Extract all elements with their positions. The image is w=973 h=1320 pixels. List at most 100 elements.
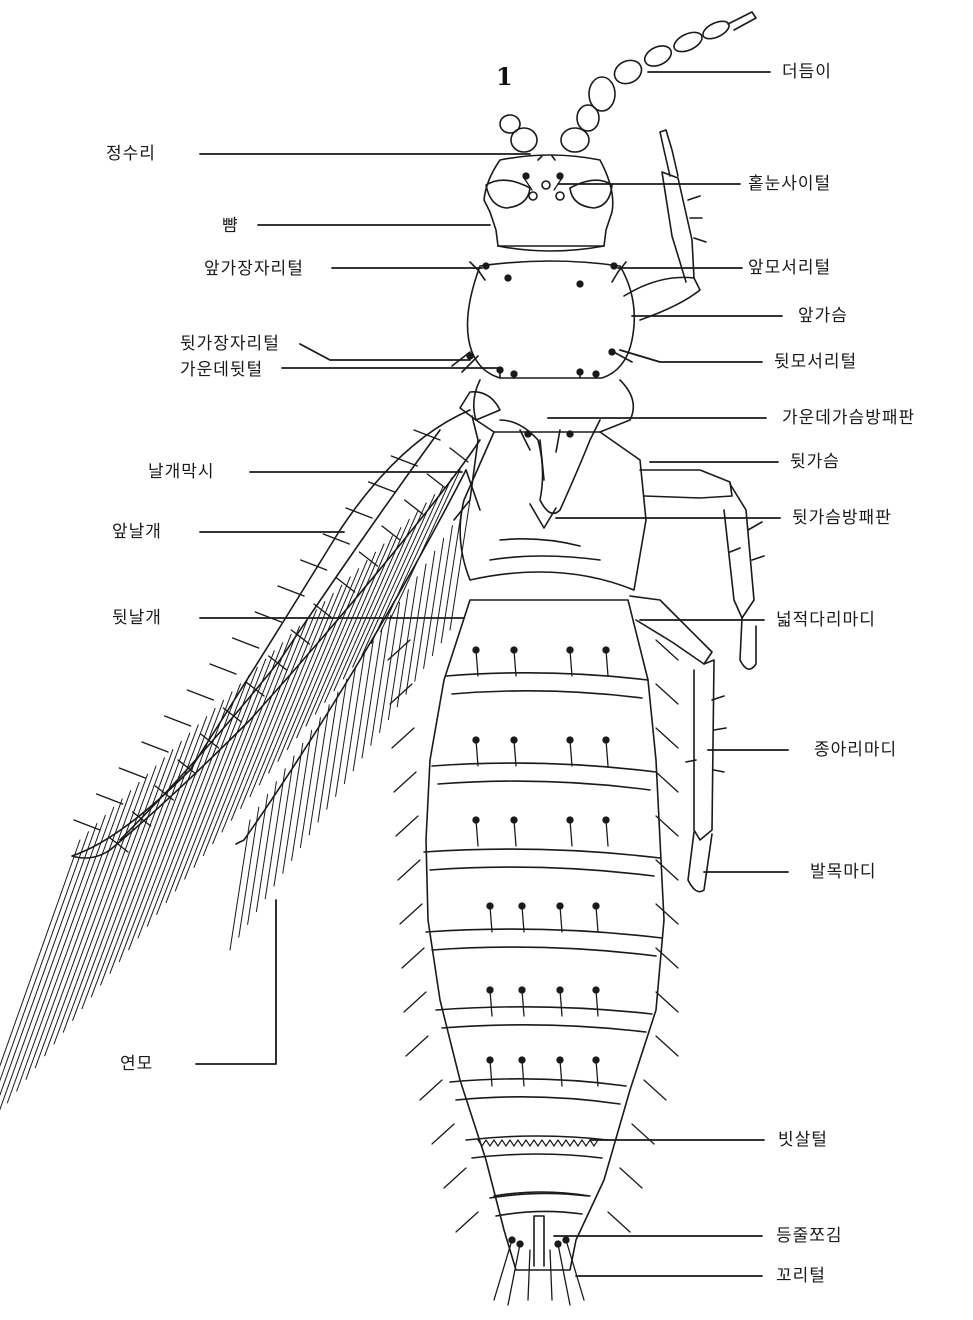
abdominal-seta [606, 820, 608, 846]
foreleg [624, 130, 706, 320]
abdominal-seta [476, 740, 478, 766]
antenna [561, 12, 756, 152]
label-median-posterior-setae: 가운데뒷털 [180, 360, 263, 380]
abdominal-seta-socket [567, 817, 573, 823]
lateral-seta [620, 1168, 642, 1188]
label-tibia: 종아리마디 [814, 740, 897, 760]
abdominal-seta-socket [603, 817, 609, 823]
lateral-seta [398, 860, 420, 880]
fringe-cilium [0, 840, 80, 1150]
abdominal-seta [560, 1060, 562, 1086]
prothorax [452, 261, 634, 378]
wing-seta [110, 838, 128, 852]
label-posteroangular-setae: 뒷모서리털 [774, 352, 857, 372]
lateral-seta [632, 1124, 654, 1144]
lateral-seta [656, 684, 678, 704]
lateral-seta [402, 948, 424, 968]
metathorax [460, 432, 646, 590]
segment-band [424, 849, 660, 876]
lateral-seta [394, 772, 416, 792]
fringe-cilia [0, 470, 460, 1150]
abdominal-seta [490, 1060, 492, 1086]
wing-seta [97, 794, 123, 804]
fringe-cilia-inner [230, 500, 470, 950]
tail-setae [494, 1237, 584, 1305]
hindwing [236, 470, 480, 844]
comb-setae [478, 1140, 598, 1146]
wing-seta [142, 742, 168, 752]
abdominal-seta [570, 820, 572, 846]
abdominal-seta-socket [593, 987, 599, 993]
label-femur: 넓적다리마디 [776, 610, 876, 630]
lateral-seta [656, 860, 678, 880]
label-prothorax: 앞가슴 [798, 306, 848, 326]
fringe-cilium [306, 544, 384, 726]
fringe-cilium [91, 733, 189, 997]
fringe-cilium [129, 700, 224, 950]
abdominal-seta [476, 820, 478, 846]
abdominal-seta-socket [557, 1057, 563, 1063]
wing-seta [210, 664, 236, 674]
segment-band [490, 1193, 588, 1216]
lateral-seta [404, 992, 426, 1012]
abdominal-seta [522, 1060, 524, 1086]
abdominal-seta [560, 906, 562, 932]
label-metathorax: 뒷가슴 [790, 452, 840, 472]
abdominal-seta-socket [519, 987, 525, 993]
abdominal-seta [596, 990, 598, 1016]
abdominal-seta [570, 740, 572, 766]
wing-seta [301, 560, 327, 570]
lateral-seta [656, 772, 678, 792]
abdominal-seta-socket [593, 1057, 599, 1063]
abdominal-seta-socket [511, 647, 517, 653]
abdominal-seta-socket [473, 647, 479, 653]
fringe-cilium [82, 741, 181, 1008]
fringe-cilium [26, 791, 131, 1080]
label-hindwing: 뒷날개 [112, 608, 162, 628]
lateral-seta [656, 992, 678, 1012]
segment-band [466, 1136, 608, 1158]
fringe-cilium [17, 799, 123, 1091]
fringe-cilium [194, 643, 283, 868]
fringe-cilium [166, 667, 257, 902]
wing-seta [119, 768, 145, 778]
mesothorax [460, 380, 633, 513]
abdominal-seta [514, 740, 516, 766]
wing-seta [187, 690, 213, 700]
abdominal-seta [606, 740, 608, 766]
abdominal-seta-socket [487, 987, 493, 993]
abdominal-seta-socket [487, 903, 493, 909]
fringe-cilium [334, 519, 409, 690]
abdominal-seta-socket [511, 817, 517, 823]
abdominal-seta [596, 906, 598, 932]
abdominal-seta [490, 906, 492, 932]
wing-seta [450, 448, 468, 462]
fringe-cilium [175, 659, 265, 891]
abdominal-seta-socket [557, 987, 563, 993]
label-anteroangular-setae: 앞가장자리털 [204, 259, 304, 279]
fringe-cilium [138, 692, 232, 938]
abdominal-seta-socket [519, 903, 525, 909]
fringe-cilium [119, 708, 215, 961]
label-anteroangular: 앞모서리털 [748, 258, 831, 278]
tergite-split [494, 1192, 590, 1266]
lateral-seta [406, 1036, 428, 1056]
label-mesonotum: 가운데가슴방패판 [782, 408, 915, 428]
label-posteromarginal-setae: 뒷가장자리털 [180, 334, 280, 354]
abdominal-segments [424, 673, 662, 1216]
abdominal-seta [570, 650, 572, 676]
head [484, 155, 613, 251]
lateral-seta [444, 1168, 466, 1188]
segment-band [432, 763, 656, 790]
wing-seta [255, 612, 281, 622]
fringe-cilium [353, 503, 427, 667]
lateral-seta [644, 1080, 666, 1100]
label-fringe-cilia: 연모 [120, 1054, 153, 1074]
fringe-cilium [325, 528, 401, 703]
lateral-seta [420, 1080, 442, 1100]
wing-seta [405, 500, 423, 514]
abdominal-seta [522, 906, 524, 932]
abdominal-seta [514, 820, 516, 846]
abdominal-seta-socket [593, 903, 599, 909]
label-tarsus: 발목마디 [810, 862, 877, 882]
